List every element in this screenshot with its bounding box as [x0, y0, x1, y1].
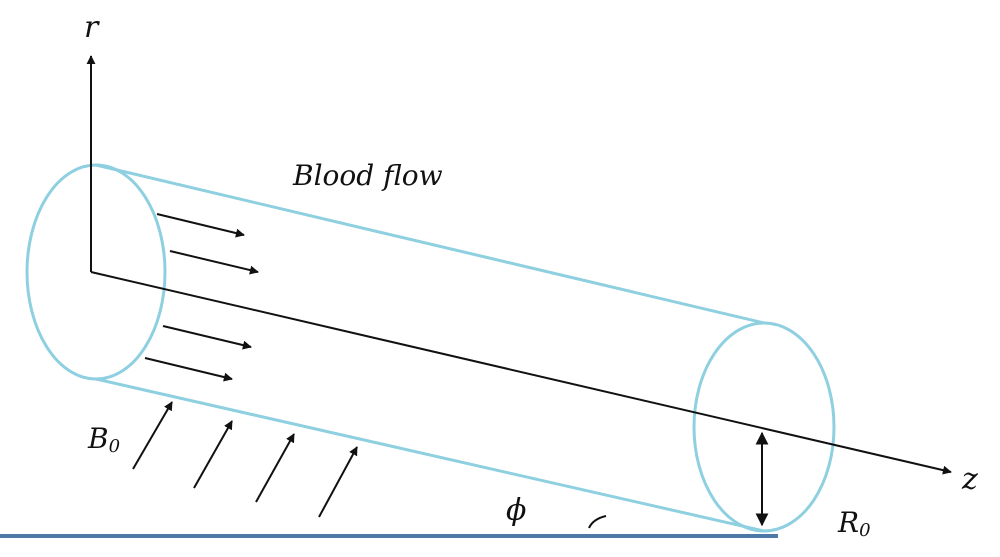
radius-label: R0	[837, 506, 871, 541]
field-arrow	[318, 446, 358, 518]
flow-arrow	[144, 357, 233, 382]
vessel-bottom-wall	[95, 377, 765, 533]
field-label: B0	[87, 422, 120, 457]
flow-arrow	[169, 250, 259, 275]
axes	[86, 55, 952, 475]
blood-vessel	[25, 163, 836, 533]
angle-label: ϕ	[506, 493, 526, 528]
angle-arc	[588, 515, 607, 529]
z-axis	[90, 271, 952, 475]
field-label-sub: 0	[109, 436, 120, 457]
magnetic-field-arrows	[132, 401, 358, 518]
flow-arrows	[144, 213, 259, 382]
radius-label-sub: 0	[859, 520, 870, 541]
vessel-inlet-ellipse	[25, 163, 167, 381]
radius-label-base: R	[837, 506, 859, 539]
vessel-top-wall	[95, 163, 765, 325]
flow-arrow	[162, 325, 252, 350]
field-arrow	[255, 433, 295, 503]
z-axis-label: z	[961, 462, 978, 497]
r-axis-label: r	[84, 10, 100, 45]
field-arrow	[193, 420, 233, 489]
field-arrow	[132, 401, 173, 470]
flow-arrow	[156, 213, 245, 238]
field-label-base: B	[87, 422, 109, 455]
vessel-outlet-ellipse	[692, 321, 836, 533]
blood-flow-label: Blood flow	[292, 159, 443, 192]
